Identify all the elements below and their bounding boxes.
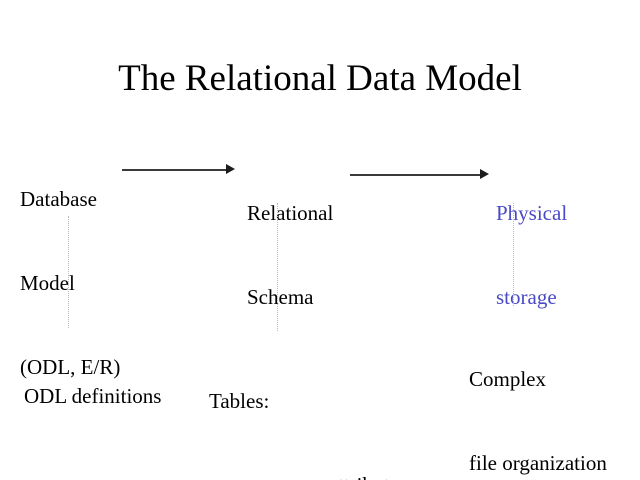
arrow-shaft (350, 174, 482, 176)
detail-tables-line-1: Tables: (209, 389, 270, 413)
dotted-connector-database-model (68, 216, 69, 328)
detail-tables-line-2: row names: attributes (209, 471, 407, 480)
dotted-connector-relational-schema (277, 203, 278, 331)
detail-odl-definitions: ODL definitions Diagrams (E/R) (24, 326, 161, 480)
stage-physical-storage: Physical storage (496, 143, 567, 367)
arrow-head-icon (480, 169, 489, 179)
arrow-head-icon (226, 164, 235, 174)
stage-relational-schema-line-1: Relational (247, 201, 334, 225)
detail-storage-structures: Complex file organization and index stru… (469, 309, 607, 480)
page-title: The Relational Data Model (118, 58, 522, 99)
stage-database-model: Database Model (ODL, E/R) (20, 129, 120, 437)
stage-relational-schema: Relational Schema (247, 143, 333, 367)
detail-storage-line-1: Complex (469, 367, 546, 391)
stage-database-model-line-2: Model (20, 271, 75, 295)
detail-odl-line-1: ODL definitions (24, 384, 162, 408)
detail-tables: Tables: row names: attributes rows: tupl… (209, 331, 407, 480)
stage-database-model-line-1: Database (20, 187, 97, 211)
stage-database-model-line-3: (ODL, E/R) (20, 355, 121, 379)
stage-physical-storage-line-1: Physical (496, 201, 568, 225)
stage-relational-schema-line-2: Schema (247, 285, 314, 309)
dotted-connector-physical-storage (513, 203, 514, 306)
stage-physical-storage-line-2: storage (496, 285, 557, 309)
arrow-shaft (122, 169, 228, 171)
detail-storage-line-2: file organization (469, 451, 607, 475)
